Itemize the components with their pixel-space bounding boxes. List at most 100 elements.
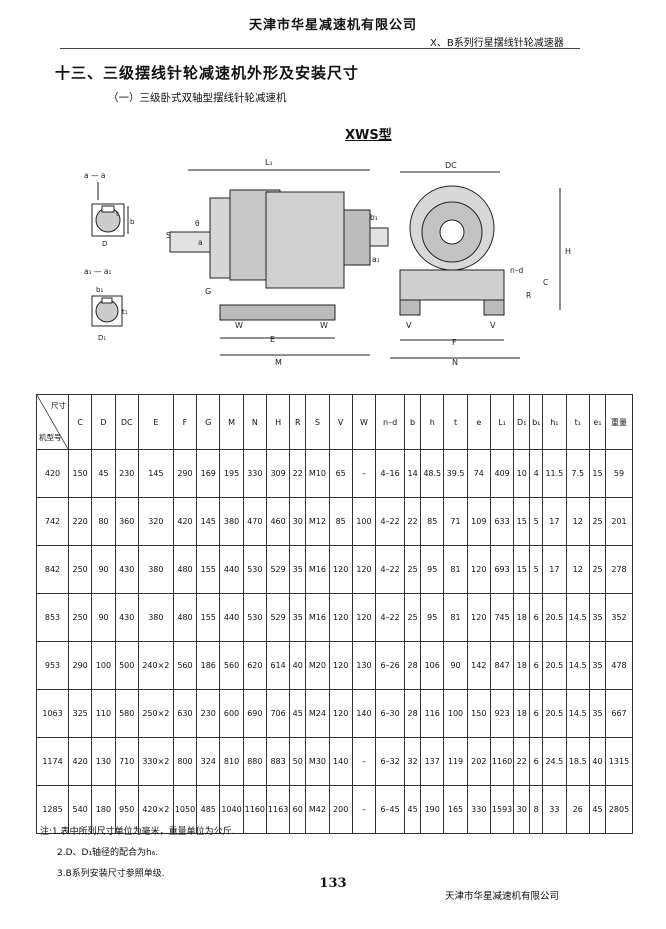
table-cell: 620 <box>242 641 267 690</box>
model-title: XWS型 <box>345 128 392 143</box>
table-cell: 530 <box>242 593 267 642</box>
table-cell: 1593 <box>489 785 515 834</box>
dim-L1: L₁ <box>265 158 273 167</box>
table-cell: 109 <box>466 497 491 546</box>
table-cell: 430 <box>114 545 139 594</box>
table-cell: 201 <box>605 497 633 546</box>
table-cell: 6 <box>529 593 544 642</box>
column-header: e₁ <box>589 394 606 450</box>
table-cell: M16 <box>305 593 330 642</box>
table-cell: 120 <box>328 641 353 690</box>
model-cell: 1063 <box>36 689 69 738</box>
table-cell: 119 <box>443 737 468 786</box>
table-cell: 18.5 <box>565 737 590 786</box>
svg-text:R: R <box>526 291 531 300</box>
section-title: 十三、三级摆线针轮减速机外形及安装尺寸 <box>55 64 360 82</box>
note-2: 2.D、D₁轴径的配合为h₆. <box>57 848 159 858</box>
table-cell: 6–45 <box>375 785 406 834</box>
table-cell: 810 <box>219 737 244 786</box>
table-cell: 110 <box>91 689 116 738</box>
table-cell: 240×2 <box>137 641 174 690</box>
svg-text:M: M <box>275 358 282 367</box>
model-cell: 1174 <box>36 737 69 786</box>
table-cell: 6–30 <box>375 689 406 738</box>
table-cell: 420 <box>172 497 198 546</box>
table-cell: 85 <box>328 497 353 546</box>
table-cell: 15 <box>589 449 606 498</box>
table-cell: 15 <box>513 545 531 594</box>
table-cell: 18 <box>513 593 531 642</box>
table-cell: 580 <box>114 689 139 738</box>
notes: 注:1.表中所列尺寸单位为毫米，重量单位为公斤. 2.D、D₁轴径的配合为h₆.… <box>40 822 234 885</box>
table-cell: 20.5 <box>542 641 567 690</box>
table-cell: 12 <box>565 497 590 546</box>
table-cell: 169 <box>196 449 221 498</box>
subsection-title: （一）三级卧式双轴型摆线针轮减速机 <box>108 92 287 104</box>
table-cell: 290 <box>172 449 198 498</box>
model-cell: 842 <box>36 545 69 594</box>
table-cell: 745 <box>489 593 515 642</box>
table-cell: 4–22 <box>375 593 406 642</box>
table-cell: 32 <box>404 737 422 786</box>
column-header: h₁ <box>542 394 567 450</box>
column-header: b <box>404 394 422 450</box>
svg-text:D: D <box>102 240 107 248</box>
table-header-row: 尺寸 机型号 C D DC E F G M N H R S V W n–d b … <box>36 394 633 450</box>
table-cell: 74 <box>466 449 491 498</box>
company-header: 天津市华星减速机有限公司 <box>248 18 417 33</box>
table-cell: 12 <box>565 545 590 594</box>
table-cell: 60 <box>289 785 307 834</box>
table-cell: 120 <box>328 689 353 738</box>
table-cell: 100 <box>443 689 468 738</box>
table-cell: 330 <box>242 449 267 498</box>
dimension-table: 尺寸 机型号 C D DC E F G M N H R S V W n–d b … <box>36 394 633 834</box>
table-cell: 923 <box>489 689 515 738</box>
table-cell: 155 <box>196 545 221 594</box>
column-header: G <box>196 394 221 450</box>
table-cell: 710 <box>114 737 139 786</box>
table-cell: 26 <box>565 785 590 834</box>
table-cell: 28 <box>404 641 422 690</box>
model-cell: 1285 <box>36 785 69 834</box>
table-cell: 120 <box>328 593 353 642</box>
table-cell: 18 <box>513 689 531 738</box>
table-cell: 120 <box>466 593 491 642</box>
table-cell: 5 <box>529 545 544 594</box>
table-cell: 137 <box>420 737 445 786</box>
table-cell: 48.5 <box>420 449 445 498</box>
column-header: DC <box>114 394 139 450</box>
svg-text:b₁: b₁ <box>370 213 378 222</box>
table-cell: 485 <box>196 785 221 834</box>
table-cell: 33 <box>542 785 567 834</box>
column-header: t₁ <box>565 394 590 450</box>
table-cell: 202 <box>466 737 491 786</box>
table-cell: 195 <box>219 449 244 498</box>
table-cell: 6 <box>529 737 544 786</box>
table-cell: 140 <box>328 737 353 786</box>
svg-text:a: a <box>198 238 203 247</box>
column-header: R <box>289 394 307 450</box>
table-cell: 11.5 <box>542 449 567 498</box>
column-header: D <box>91 394 116 450</box>
column-header: L₁ <box>489 394 515 450</box>
table-cell: 5 <box>529 497 544 546</box>
table-cell: 8 <box>529 785 544 834</box>
table-cell: 17 <box>542 545 567 594</box>
svg-text:E: E <box>270 335 275 344</box>
table-cell: 15 <box>513 497 531 546</box>
table-cell: 45 <box>289 689 307 738</box>
table-cell: 10 <box>513 449 531 498</box>
table-cell: 95 <box>420 593 445 642</box>
table-cell: 59 <box>605 449 633 498</box>
svg-text:DC: DC <box>445 161 457 170</box>
table-cell: 530 <box>242 545 267 594</box>
table-cell: 25 <box>589 545 606 594</box>
table-cell: 2805 <box>605 785 633 834</box>
table-cell: 35 <box>589 689 606 738</box>
model-cell: 420 <box>36 449 69 498</box>
